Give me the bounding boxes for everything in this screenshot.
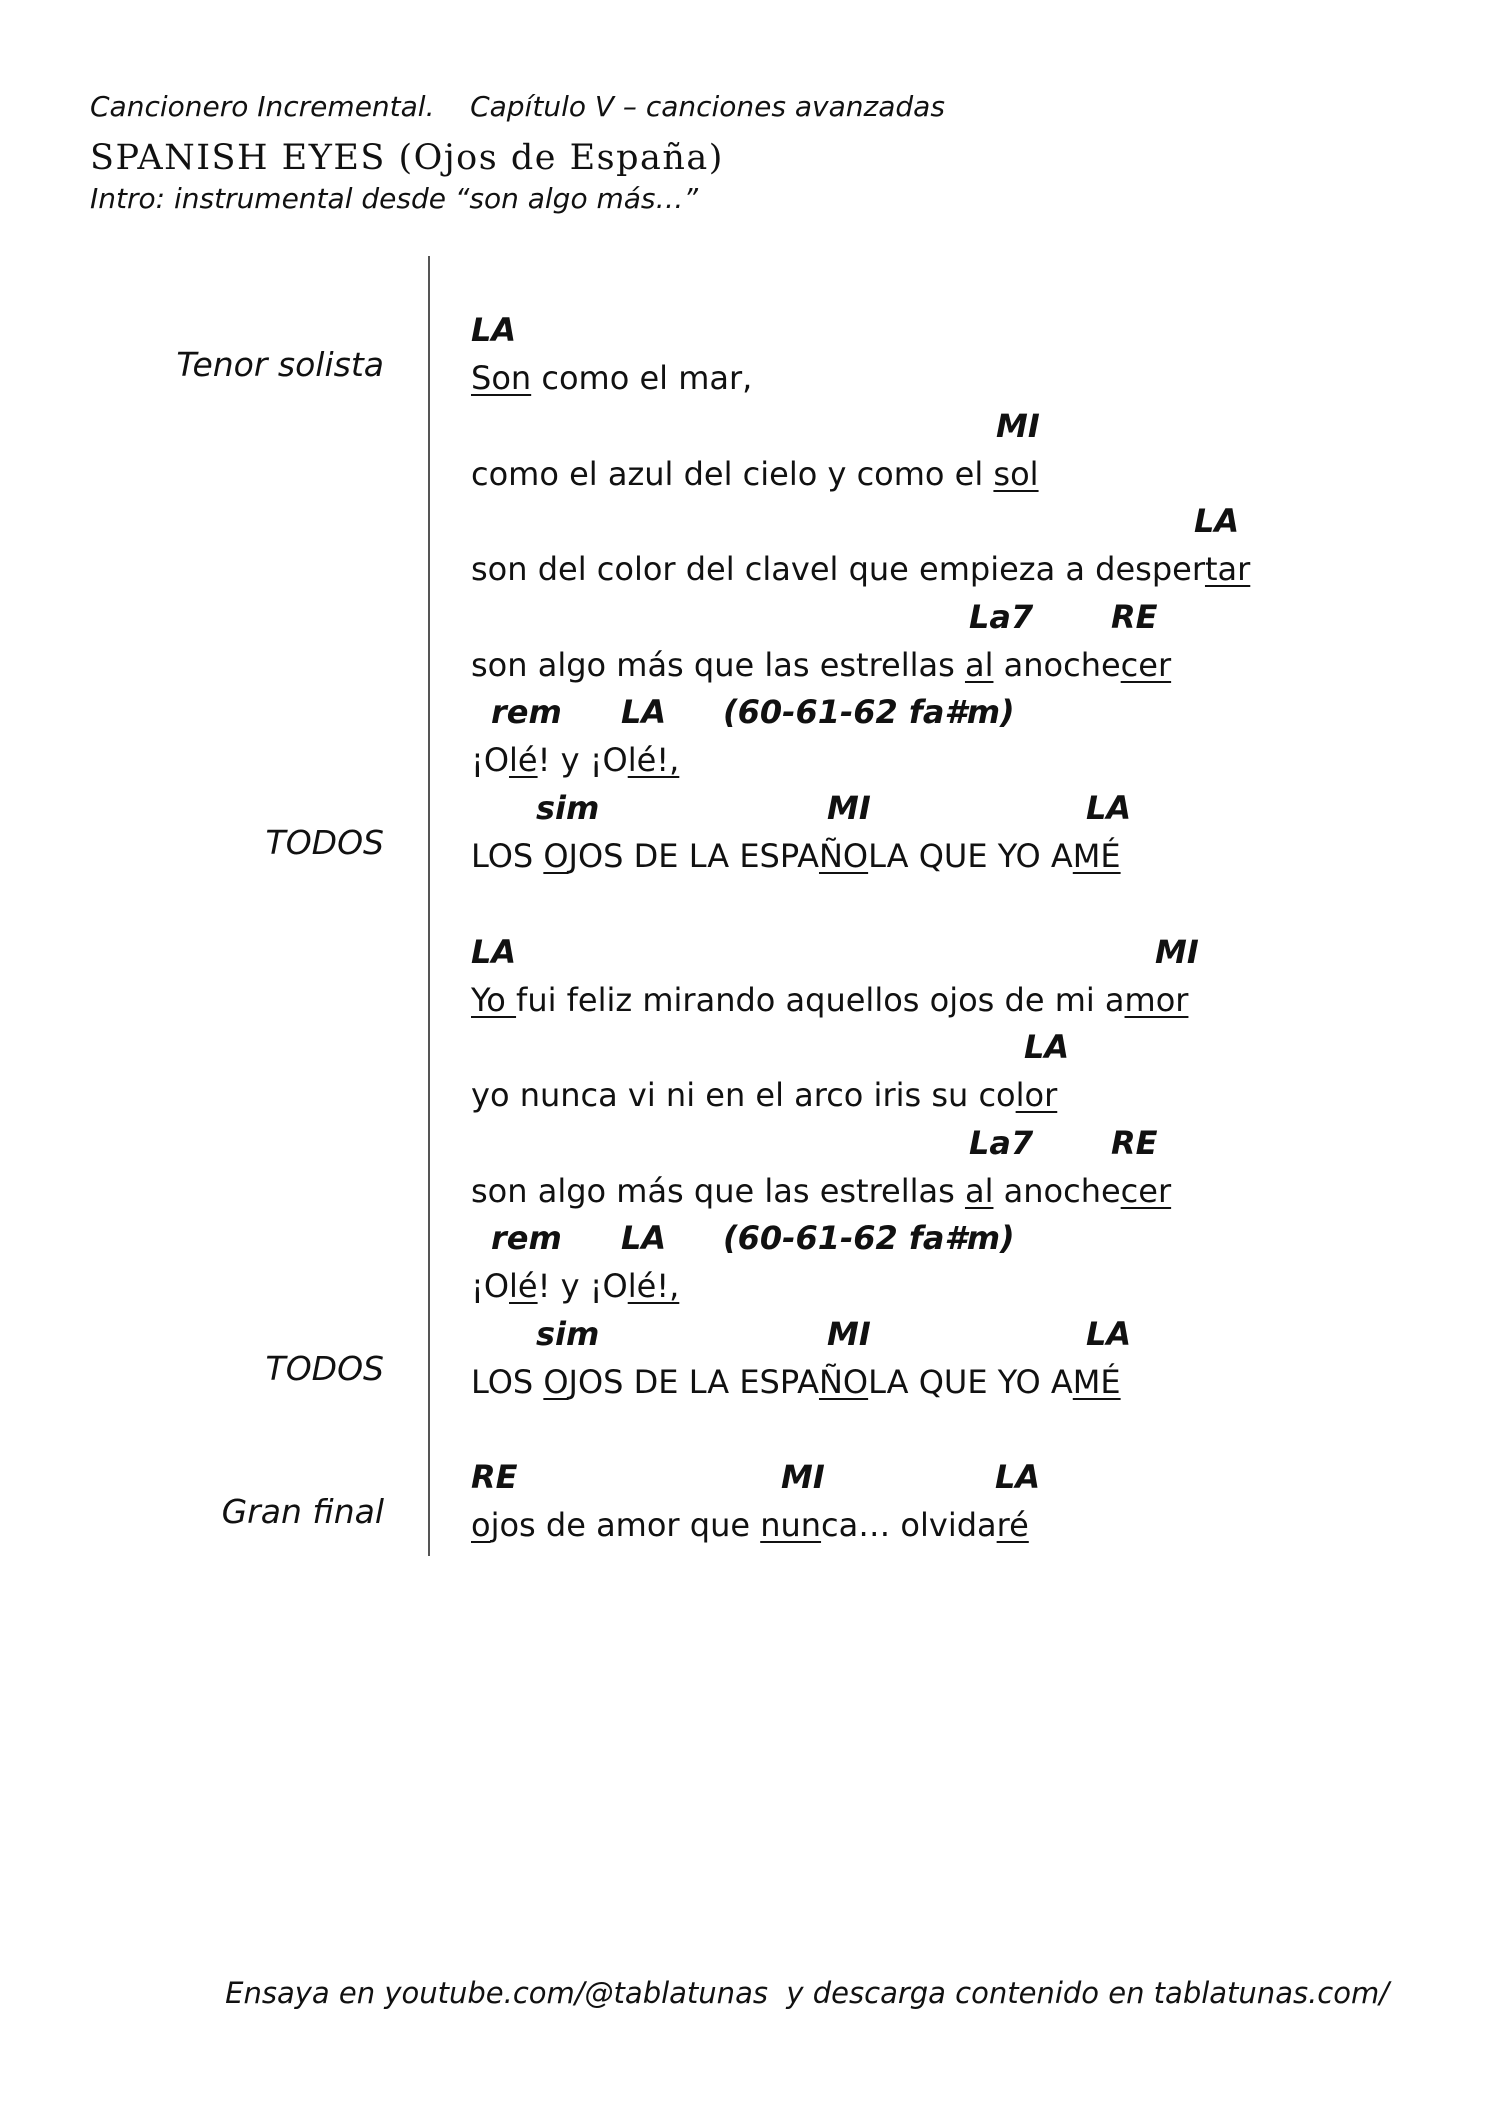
lyric-text: son del color del clavel que empieza a d… xyxy=(471,550,1205,588)
lyric-text: ¡O xyxy=(471,1267,510,1305)
lyric-line: son algo más que las estrellas al anoche… xyxy=(471,641,1171,689)
chord-symbol: LA xyxy=(995,1458,1041,1496)
stressed-syllable: nun xyxy=(760,1506,822,1544)
stressed-syllable: O xyxy=(543,1363,569,1401)
lyric-text: ¡O xyxy=(471,741,510,779)
chord-symbol: La7 xyxy=(969,1124,1034,1162)
lyric-line: ¡Olé! y ¡Olé!, xyxy=(471,736,679,784)
lyric-text: LOS xyxy=(471,837,544,875)
lyric-line: son del color del clavel que empieza a d… xyxy=(471,545,1250,593)
stressed-syllable: al xyxy=(964,646,994,684)
lyric-text: LA QUE YO A xyxy=(868,1363,1073,1401)
lyric-text: son algo más que las estrellas xyxy=(471,1172,965,1210)
lyric-text: son algo más que las estrellas xyxy=(471,646,965,684)
lyric-text: yo nunca vi ni en el arco iris su co xyxy=(471,1076,1016,1114)
chord-symbol: MI xyxy=(996,407,1040,445)
lyric-text: fui feliz mirando aquellos ojos de mi a xyxy=(516,981,1125,1019)
chord-symbol: LA xyxy=(621,693,667,731)
chord-symbol: LA xyxy=(621,1219,667,1257)
stressed-syllable: MÉ xyxy=(1072,837,1121,875)
stressed-syllable: o xyxy=(471,1506,491,1544)
stressed-syllable: ré xyxy=(996,1506,1029,1544)
chord-symbol: RE xyxy=(1111,1124,1158,1162)
chord-symbol: LA xyxy=(471,311,517,349)
stressed-syllable: MÉ xyxy=(1072,1363,1121,1401)
chord-symbol: MI xyxy=(827,789,871,827)
stressed-syllable: ÑO xyxy=(818,1363,869,1401)
lyric-text: anoche xyxy=(993,1172,1121,1210)
stressed-syllable: tar xyxy=(1204,550,1251,588)
lyric-text: JOS DE LA ESPA xyxy=(568,837,819,875)
role-label-todos: TODOS xyxy=(265,823,384,862)
lyric-text: LOS xyxy=(471,1363,544,1401)
chord-symbol: RE xyxy=(471,1458,518,1496)
stressed-syllable: mor xyxy=(1124,981,1189,1019)
lyric-line: Yo fui feliz mirando aquellos ojos de mi… xyxy=(471,976,1188,1024)
lyric-line: Son como el mar, xyxy=(471,354,752,402)
intro-note: Intro: instrumental desde “son algo más…… xyxy=(90,182,699,215)
chord-symbol: rem xyxy=(491,1219,562,1257)
chord-symbol: LA xyxy=(1086,1315,1132,1353)
chord-symbol: sim xyxy=(536,1315,600,1353)
chord-symbol: LA xyxy=(1194,502,1240,540)
lyric-line: son algo más que las estrellas al anoche… xyxy=(471,1167,1171,1215)
chord-symbol: LA xyxy=(1024,1028,1070,1066)
chord-symbol: sim xyxy=(536,789,600,827)
lyric-line: LOS OJOS DE LA ESPAÑOLA QUE YO AMÉ xyxy=(471,1358,1121,1406)
stressed-syllable: cer xyxy=(1120,646,1172,684)
lyric-text: LA QUE YO A xyxy=(868,837,1073,875)
chord-symbol: LA xyxy=(1086,789,1132,827)
chord-symbol: MI xyxy=(781,1458,825,1496)
lyric-line: ¡Olé! y ¡Olé!, xyxy=(471,1262,679,1310)
chord-symbol: LA xyxy=(471,933,517,971)
role-label-tenor: Tenor solista xyxy=(176,345,384,384)
chord-symbol: (60-61-62 fa#m) xyxy=(723,1219,1015,1257)
stressed-syllable: Yo xyxy=(471,981,517,1019)
lyric-line: ojos de amor que nunca… olvidaré xyxy=(471,1501,1029,1549)
book-chapter-line: Cancionero Incremental. Capítulo V – can… xyxy=(90,90,945,123)
lyric-line: como el azul del cielo y como el sol xyxy=(471,450,1039,498)
lyric-line: yo nunca vi ni en el arco iris su color xyxy=(471,1071,1057,1119)
stressed-syllable: lé xyxy=(509,1267,538,1305)
stressed-syllable: cer xyxy=(1120,1172,1172,1210)
chord-symbol: RE xyxy=(1111,598,1158,636)
vertical-divider xyxy=(428,256,430,1556)
stressed-syllable: lor xyxy=(1015,1076,1058,1114)
lyric-text: como el mar, xyxy=(531,359,753,397)
stressed-syllable: sol xyxy=(993,455,1039,493)
lyric-text: jos de amor que xyxy=(490,1506,761,1544)
stressed-syllable: O xyxy=(543,837,569,875)
chord-symbol: (60-61-62 fa#m) xyxy=(723,693,1015,731)
lyric-text: ca… olvida xyxy=(821,1506,997,1544)
lyric-text: ! y ¡O xyxy=(537,741,628,779)
stressed-syllable: lé xyxy=(509,741,538,779)
lyric-line: LOS OJOS DE LA ESPAÑOLA QUE YO AMÉ xyxy=(471,832,1121,880)
chord-symbol: rem xyxy=(491,693,562,731)
song-title: SPANISH EYES (Ojos de España) xyxy=(90,138,724,178)
lyric-text: ! y ¡O xyxy=(537,1267,628,1305)
lyric-text: anoche xyxy=(993,646,1121,684)
chord-symbol: MI xyxy=(827,1315,871,1353)
chord-symbol: La7 xyxy=(969,598,1034,636)
stressed-syllable: ÑO xyxy=(818,837,869,875)
lyric-text: como el azul del cielo y como el xyxy=(471,455,994,493)
lyric-text: JOS DE LA ESPA xyxy=(568,1363,819,1401)
stressed-syllable: al xyxy=(964,1172,994,1210)
footer-note: Ensaya en youtube.com/@tablatunas y desc… xyxy=(225,1976,1389,2010)
role-label-gran-final: Gran final xyxy=(221,1492,384,1531)
role-label-todos: TODOS xyxy=(265,1349,384,1388)
stressed-syllable: lé!, xyxy=(627,741,680,779)
chord-symbol: MI xyxy=(1155,933,1199,971)
stressed-syllable: lé!, xyxy=(627,1267,680,1305)
stressed-syllable: Son xyxy=(471,359,532,397)
